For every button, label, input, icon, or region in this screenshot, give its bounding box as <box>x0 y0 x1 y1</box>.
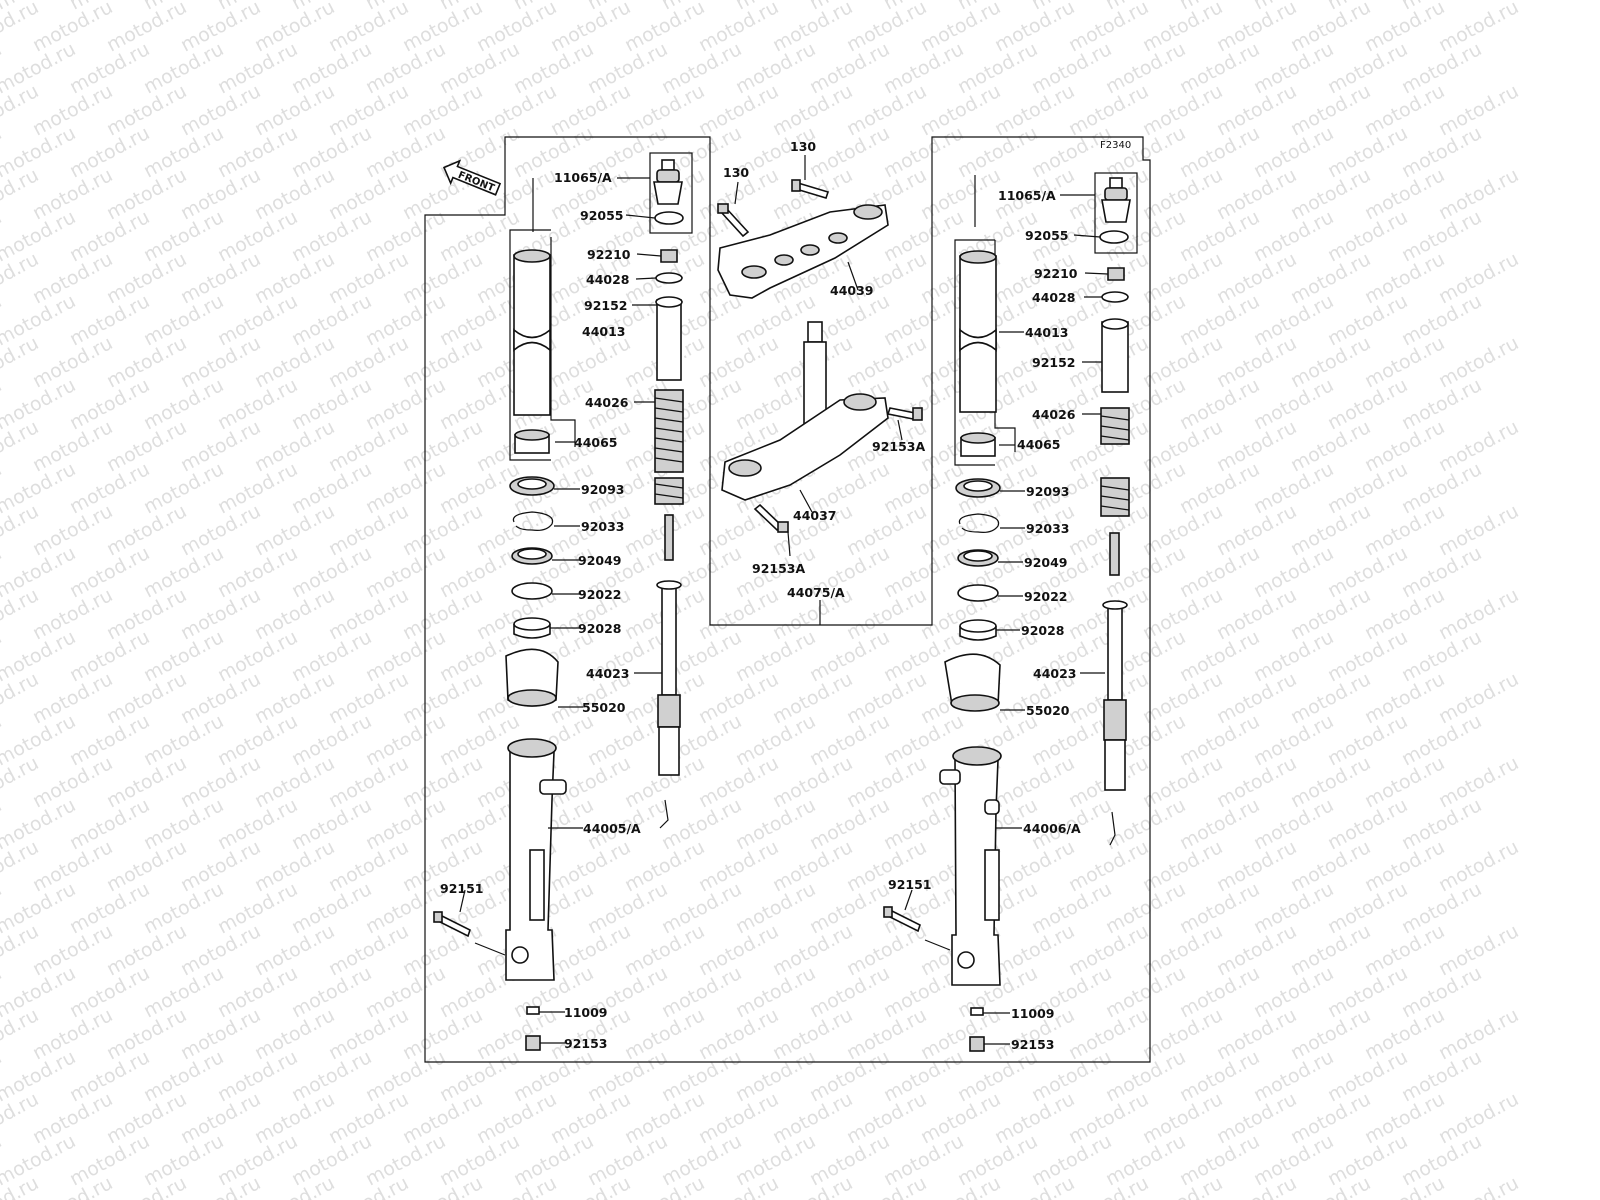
label-92049: 92049 <box>578 553 622 568</box>
label-92022-right: 92022 <box>1024 589 1068 604</box>
label-44006A-right: 44006/A <box>1023 821 1081 836</box>
label-11065A: 11065/A <box>554 170 612 185</box>
label-92210: 92210 <box>587 247 631 262</box>
bolt-130-upper-icon <box>791 179 830 199</box>
label-130-upper: 130 <box>790 139 816 154</box>
label-92049-right: 92049 <box>1024 555 1068 570</box>
label-92151: 92151 <box>440 881 484 896</box>
label-92152-right: 92152 <box>1032 355 1076 370</box>
damper-rod-icon-right <box>1102 532 1128 791</box>
label-92033-right: 92033 <box>1026 521 1070 536</box>
washer-icon-right <box>1101 291 1129 303</box>
nut-icon <box>660 249 678 263</box>
label-11009-right: 11009 <box>1011 1006 1055 1021</box>
label-44037: 44037 <box>793 508 837 523</box>
drain-bolt-icon-right <box>969 1036 985 1052</box>
label-92093-right: 92093 <box>1026 484 1070 499</box>
label-92028-right: 92028 <box>1021 623 1065 638</box>
label-11065A-right: 11065/A <box>998 188 1056 203</box>
label-11009: 11009 <box>564 1005 608 1020</box>
label-44028-right: 44028 <box>1032 290 1076 305</box>
axle-bolt-icon <box>433 911 471 938</box>
spring-lower-icon-right <box>1100 477 1130 517</box>
drain-bolt-icon <box>525 1035 541 1051</box>
oring-icon <box>654 211 684 225</box>
circlip-icon <box>512 511 554 531</box>
spring-lower-icon <box>654 477 684 505</box>
bolt-130-side-icon <box>717 203 750 238</box>
label-92093: 92093 <box>581 482 625 497</box>
fork-top-plug-icon <box>653 159 683 205</box>
label-92022: 92022 <box>578 587 622 602</box>
label-92028: 92028 <box>578 621 622 636</box>
label-44026-right: 44026 <box>1032 407 1076 422</box>
bushing-lower-icon-right <box>959 619 997 641</box>
washer-ring-icon <box>511 582 553 600</box>
upper-bracket-icon <box>717 204 889 299</box>
bushing-upper-icon <box>514 429 550 454</box>
pinch-bolt-upper-icon <box>886 407 923 421</box>
spacer-tube-icon-right <box>1101 318 1129 393</box>
oil-seal-icon-right <box>957 549 999 567</box>
label-44039: 44039 <box>830 283 874 298</box>
bushing-upper-icon-right <box>960 432 996 457</box>
nut-icon-right <box>1107 267 1125 281</box>
washer-icon <box>655 272 683 284</box>
label-92153A-upper: 92153A <box>872 439 925 454</box>
label-44005A: 44005/A <box>583 821 641 836</box>
oring-icon-right <box>1099 230 1129 244</box>
diagram-frame <box>424 136 1151 1063</box>
label-44028: 44028 <box>586 272 630 287</box>
label-130-side: 130 <box>723 165 749 180</box>
label-44065-right: 44065 <box>1017 437 1061 452</box>
oil-seal-icon <box>511 547 553 565</box>
watermark-layer: motod.rumotod.rumotod.rumotod.rumotod.ru… <box>0 0 1522 1200</box>
label-44065: 44065 <box>574 435 618 450</box>
label-92151-right: 92151 <box>888 877 932 892</box>
label-55020: 55020 <box>582 700 626 715</box>
spacer-tube-icon <box>655 296 683 381</box>
watermark-text: motod.ru <box>1435 1172 1522 1200</box>
label-44013: 44013 <box>582 324 626 339</box>
circlip-icon-right <box>958 513 1000 533</box>
steering-stem-assembly: 130 130 44039 92153A 44037 92153A 44075/… <box>717 139 925 625</box>
fork-guard-icon-right <box>944 653 1001 712</box>
label-92210-right: 92210 <box>1034 266 1078 281</box>
label-44023: 44023 <box>586 666 630 681</box>
label-44026: 44026 <box>585 395 629 410</box>
outer-tube-icon <box>505 738 567 981</box>
axle-bolt-icon-right <box>883 906 921 933</box>
right-fork-assembly: 11065/A 92055 92210 44028 44013 92152 44… <box>883 172 1138 1052</box>
dust-seal-icon-right <box>955 478 1001 498</box>
outer-tube-icon-right <box>939 746 1002 986</box>
label-92153A-lower: 92153A <box>752 561 805 576</box>
diagram-code: F2340 <box>1100 140 1131 151</box>
label-92153-right: 92153 <box>1011 1037 1055 1052</box>
spring-upper-icon-right <box>1100 407 1130 445</box>
washer-ring-icon-right <box>957 584 999 602</box>
label-92033: 92033 <box>581 519 625 534</box>
damper-rod-icon <box>656 514 682 776</box>
inner-tube-icon <box>513 249 551 416</box>
label-92153: 92153 <box>564 1036 608 1051</box>
spring-upper-icon <box>654 389 684 473</box>
bushing-lower-icon <box>513 617 551 639</box>
left-fork-assembly: 11065/A 92055 92210 44028 92152 44013 44… <box>433 152 693 1051</box>
label-92055-right: 92055 <box>1025 228 1069 243</box>
label-44013-right: 44013 <box>1025 325 1069 340</box>
label-92152: 92152 <box>584 298 628 313</box>
dust-seal-icon <box>509 476 555 496</box>
label-92055: 92055 <box>580 208 624 223</box>
lower-bracket-icon <box>721 393 889 501</box>
label-44075A: 44075/A <box>787 585 845 600</box>
drain-washer-icon <box>526 1006 540 1015</box>
fork-guard-icon <box>505 648 559 707</box>
drain-washer-icon-right <box>970 1007 984 1016</box>
pinch-bolt-lower-icon <box>753 503 789 533</box>
label-44023-right: 44023 <box>1033 666 1077 681</box>
fork-top-plug-icon-right <box>1101 177 1131 223</box>
inner-tube-icon-right <box>959 250 997 413</box>
label-55020-right: 55020 <box>1026 703 1070 718</box>
